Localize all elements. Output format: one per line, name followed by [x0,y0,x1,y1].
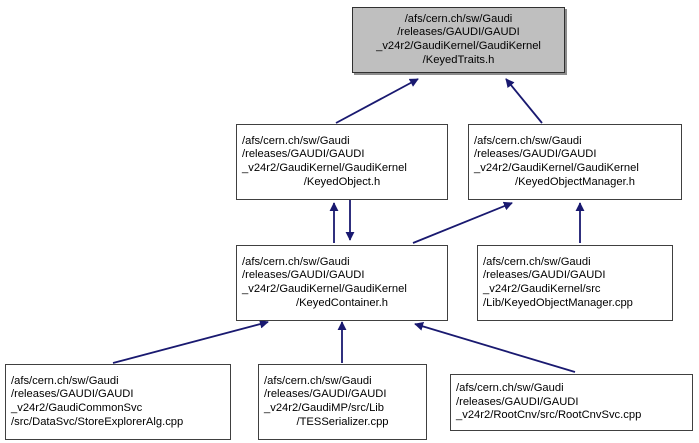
node-text-line: /Lib/KeyedObjectManager.cpp [483,296,633,309]
node-text-line: /afs/cern.ch/sw/Gaudi [404,12,513,25]
node-keyedobjectmanager-header[interactable]: /afs/cern.ch/sw/Gaudi /releases/GAUDI/GA… [468,124,682,200]
node-text-line: _v24r2/RootCnv/src/RootCnvSvc.cpp [456,409,642,422]
node-text-line: /KeyedObjectManager.h [514,175,636,188]
node-text-line: _v24r2/GaudiKernel/src [483,283,601,295]
node-text-line: /afs/cern.ch/sw/Gaudi [242,255,350,268]
node-text-line: _v24r2/GaudiMP/src/Lib [264,402,385,414]
edge-rootcnvsvc-keyedcontainer [414,322,576,373]
edge-keyedobjectmanager-keyedtraits [505,78,543,124]
node-text-line: /afs/cern.ch/sw/Gaudi [483,255,591,268]
node-text-line: _v24r2/GaudiKernel/GaudiKernel [242,162,407,174]
node-text-line: /TESSerializer.cpp [296,415,389,428]
node-text-line: /releases/GAUDI/GAUDI [456,395,579,408]
node-tesserializer[interactable]: /afs/cern.ch/sw/Gaudi /releases/GAUDI/GA… [258,364,427,440]
node-text-line: /afs/cern.ch/sw/Gaudi [264,374,372,387]
node-text-line: /releases/GAUDI/GAUDI [474,148,597,161]
node-text-line: /afs/cern.ch/sw/Gaudi [456,382,564,395]
node-text-line: /afs/cern.ch/sw/Gaudi [11,374,119,387]
node-text-line: /releases/GAUDI/GAUDI [242,148,365,161]
edge-keyedobject-keyedtraits [335,78,419,124]
node-text-line: /releases/GAUDI/GAUDI [242,269,365,282]
node-text-line: /releases/GAUDI/GAUDI [264,388,387,401]
node-text-line: _v24r2/GaudiCommonSvc [11,402,143,414]
node-keyedobjectmanager-source[interactable]: /afs/cern.ch/sw/Gaudi /releases/GAUDI/GA… [477,245,673,321]
node-text-line: /KeyedTraits.h [422,53,495,66]
node-text-line: /KeyedObject.h [303,175,381,188]
node-text-line: _v24r2/GaudiKernel/GaudiKernel [242,283,407,295]
node-text-line: /releases/GAUDI/GAUDI [11,388,134,401]
node-storeexploreralg[interactable]: /afs/cern.ch/sw/Gaudi /releases/GAUDI/GA… [5,364,231,440]
node-text-line: _v24r2/GaudiKernel/GaudiKernel [474,162,639,174]
node-keyedcontainer[interactable]: /afs/cern.ch/sw/Gaudi /releases/GAUDI/GA… [236,245,448,321]
node-text-line: /src/DataSvc/StoreExplorerAlg.cpp [11,415,184,428]
node-text-line: _v24r2/GaudiKernel/GaudiKernel [376,40,541,52]
edge-keyedcontainer-keyedobjectmanager [412,201,513,244]
node-rootcnvsvc[interactable]: /afs/cern.ch/sw/Gaudi /releases/GAUDI/GA… [450,374,693,431]
node-text-line: /afs/cern.ch/sw/Gaudi [242,134,350,147]
node-text-line: /KeyedContainer.h [295,296,389,309]
edge-storeexploreralg-keyedcontainer [112,319,269,364]
node-text-line: /afs/cern.ch/sw/Gaudi [474,134,582,147]
node-text-line: /releases/GAUDI/GAUDI [483,269,606,282]
node-keyedobject[interactable]: /afs/cern.ch/sw/Gaudi /releases/GAUDI/GA… [236,124,448,200]
node-keyedtraits[interactable]: /afs/cern.ch/sw/Gaudi /releases/GAUDI/GA… [352,7,565,73]
node-text-line: /releases/GAUDI/GAUDI [397,26,520,39]
